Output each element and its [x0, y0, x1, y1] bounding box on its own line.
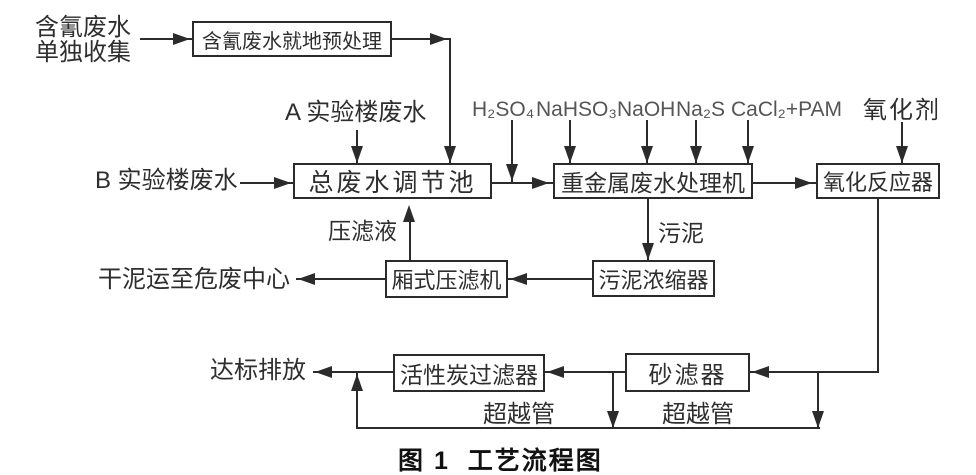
arrowhead-nahso3 — [564, 146, 576, 163]
label-chemical-na2s: Na₂S — [676, 98, 726, 121]
label-cyanide-source-line1: 含氰废水 — [35, 14, 131, 41]
line-pretreatment-down-to-tank — [449, 38, 451, 164]
label-cyanide-source-line2: 单独收集 — [35, 39, 131, 67]
arrowhead-into-machine — [532, 177, 549, 189]
arrowhead-pretreatment-into-tank — [444, 146, 456, 163]
label-oxidant: 氧化剂 — [863, 97, 941, 124]
arrowhead-building-b-into-tank — [274, 177, 291, 189]
label-chemical-h2so4: H₂SO₄ — [472, 98, 535, 121]
label-discharge: 达标排放 — [210, 357, 306, 384]
arrowhead-into-pretreatment — [173, 33, 190, 45]
line-tank-to-machine — [492, 182, 553, 184]
line-cacl2-pam-down — [747, 120, 749, 164]
line-sludge-down — [647, 199, 649, 260]
node-sand-filter: 砂滤器 — [625, 353, 750, 392]
line-reactor-to-sand-filter — [750, 371, 879, 373]
line-building-b-in — [240, 182, 293, 184]
node-heavy-metal-machine: 重金属废水处理机 — [553, 163, 753, 199]
line-source-to-pretreatment — [140, 38, 192, 40]
arrowhead-pretreatment-out — [430, 33, 447, 45]
arrowhead-oxidant — [896, 146, 908, 163]
node-oxidation-reactor: 氧化反应器 — [816, 163, 940, 199]
line-carbon-to-discharge — [313, 371, 393, 373]
label-chemical-cacl2-pam: CaCl₂+PAM — [731, 98, 843, 121]
line-na2s-down — [695, 120, 697, 164]
arrowhead-to-dry-sludge — [298, 273, 315, 285]
node-regulation-tank: 总废水调节池 — [293, 163, 492, 199]
arrowhead-bypass-1-down — [607, 411, 619, 428]
label-bypass-pipe-1: 超越管 — [483, 401, 555, 428]
label-chemical-nahso3: NaHSO₃ — [536, 98, 617, 121]
line-bypass-bottom — [356, 427, 820, 429]
line-h2so4-down — [511, 120, 513, 182]
arrowhead-into-carbon-filter — [547, 366, 564, 378]
line-oxidant-down — [901, 122, 903, 164]
line-machine-to-reactor — [753, 182, 816, 184]
line-naoh-down — [646, 120, 648, 164]
label-building-a-wastewater: A 实验楼废水 — [285, 99, 427, 126]
line-reactor-down — [877, 199, 879, 372]
line-nahso3-down — [569, 120, 571, 164]
label-building-b-wastewater: B 实验楼废水 — [95, 167, 238, 194]
node-filter-press: 厢式压滤机 — [385, 260, 508, 298]
figure-caption: 图 1 工艺流程图 — [398, 447, 603, 475]
line-press-to-dry-sludge — [296, 278, 385, 280]
arrowhead-into-sand-filter — [752, 366, 769, 378]
line-bypass-2-down — [817, 371, 819, 429]
line-bypass-1-down — [612, 372, 614, 429]
line-thickener-to-press — [508, 278, 592, 280]
arrowhead-to-discharge — [315, 366, 332, 378]
line-bypass-riser — [356, 373, 358, 429]
arrowhead-h2so4 — [506, 164, 518, 181]
arrowhead-na2s — [690, 146, 702, 163]
node-cyanide-pretreatment: 含氰废水就地预处理 — [192, 21, 392, 57]
label-dry-sludge-destination: 干泥运至危废中心 — [98, 266, 290, 293]
arrowhead-cacl2-pam — [742, 146, 754, 163]
label-sludge: 污泥 — [658, 220, 704, 246]
node-carbon-filter: 活性炭过滤器 — [393, 354, 545, 392]
line-press-filtrate-up — [409, 222, 411, 260]
arrowhead-into-filter-press — [510, 273, 527, 285]
arrowhead-bypass-2-down — [812, 411, 824, 428]
arrowhead-filtrate-into-tank — [403, 205, 415, 222]
line-sand-to-carbon-filter — [545, 371, 625, 373]
arrowhead-naoh — [641, 146, 653, 163]
label-press-filtrate: 压滤液 — [328, 218, 397, 244]
arrowhead-sludge-into-thickener — [642, 243, 654, 260]
arrowhead-bypass-into-discharge — [351, 374, 363, 391]
arrowhead-into-reactor — [795, 177, 812, 189]
label-chemical-naoh: NaOH — [617, 98, 676, 121]
label-cyanide-source: 含氰废水 单独收集 — [35, 14, 131, 67]
arrowhead-building-a-into-tank — [351, 146, 363, 163]
node-sludge-thickener: 污泥浓缩器 — [592, 260, 715, 297]
label-bypass-pipe-2: 超越管 — [662, 401, 734, 428]
line-pretreatment-out — [392, 38, 451, 40]
